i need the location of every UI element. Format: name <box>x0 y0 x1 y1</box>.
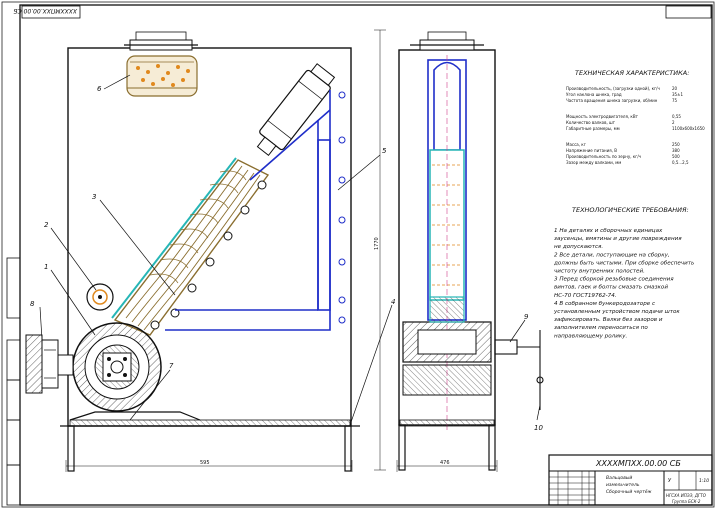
spec-row-label: Производительность по зерну, кг/ч <box>566 154 641 159</box>
requirement-line: 3 Перед сборкой резьбовые соединения <box>554 277 674 283</box>
callout-8: 8 <box>30 300 35 308</box>
spec-row-label: Габаритные размеры, мм <box>566 126 620 131</box>
dim-side-width: 476 <box>440 460 450 466</box>
org-line-2: Группа БСК-2 <box>672 499 701 504</box>
callout-7: 7 <box>169 362 174 370</box>
org-line-1: НГСХА ИПЭЭ, ДГТО <box>666 493 706 498</box>
rotated-stamp-box <box>21 5 81 19</box>
spec-row-label: Мощность электродвигателя, кВт <box>566 114 639 119</box>
spec-row-label: Угол наклона шнека, град <box>566 92 622 97</box>
spec-row-value: 250 <box>672 142 680 147</box>
rotated-stamp-text: ХХХХМПХХ.00.00 СБ <box>13 7 78 14</box>
spec-row-value: 20 <box>672 86 678 91</box>
dimension-lines <box>65 29 386 472</box>
spec-row-value: 1100х600х1650 <box>672 126 705 131</box>
requirement-line: 2 Все детали, поступающие на сборку, <box>554 252 670 258</box>
spec-row-label: Количество валков, шт <box>566 120 616 125</box>
spec-row-value: 35±1 <box>672 92 683 97</box>
title-block-texts: ХХХХМПХХ.00.00 СБ Вальцовый измельчитель… <box>595 459 709 504</box>
callout-4: 4 <box>391 298 395 306</box>
requirements-block: ТЕХНОЛОГИЧЕСКИЕ ТРЕБОВАНИЯ: 1 На деталях… <box>553 206 694 339</box>
dim-front-width: 595 <box>200 460 210 466</box>
spec-row-value: 2 <box>672 120 675 125</box>
scale-value: 1:10 <box>699 478 709 484</box>
callout-3: 3 <box>92 193 96 201</box>
leader-lines <box>39 74 393 426</box>
requirement-line: 1 На деталях и сборочных единицах <box>554 228 663 234</box>
callout-5: 5 <box>382 147 387 155</box>
drawing-name-2: измельчитель <box>606 483 640 488</box>
requirement-line: винтов, гаек и болты смазать смазкой <box>554 285 668 291</box>
hopper <box>124 31 198 97</box>
left-margin-boxes <box>6 257 21 506</box>
spec-row-label: Частота вращения шнека загрузки, об/мин <box>566 98 658 103</box>
callout-6: 6 <box>97 85 102 93</box>
drawing-code: ХХХХМПХХ.00.00 СБ <box>595 459 681 468</box>
callout-9: 9 <box>524 313 529 321</box>
spec-row-label: Зазор между валками, мм <box>566 160 621 165</box>
requirement-line: не допускаются. <box>554 244 603 250</box>
callout-labels: 6 5 3 2 1 8 7 4 9 10 <box>30 85 543 432</box>
spec-row-label: Масса, кг <box>566 142 586 147</box>
discharge-tray <box>69 411 351 427</box>
dimension-texts: 595 476 1770 <box>200 237 450 466</box>
spec-row-value: 380 <box>672 148 680 153</box>
main-roller <box>72 322 162 412</box>
spec-row-value: 500 <box>672 154 680 159</box>
drive-pulley <box>25 334 74 394</box>
spec-row-label: Производительность, (загрузки одной), кг… <box>566 86 660 91</box>
requirements-title: ТЕХНОЛОГИЧЕСКИЕ ТРЕБОВАНИЯ: <box>572 206 689 214</box>
support-frame <box>165 90 331 331</box>
requirement-line: НС-70 ГОСТ19762-74. <box>554 293 617 299</box>
requirement-line: заполнителем переноситься по <box>554 325 648 331</box>
tech-spec-block: ТЕХНИЧЕСКАЯ ХАРАКТЕРИСТИКА: Производител… <box>566 69 705 165</box>
stage-letter: У <box>668 478 672 484</box>
requirement-line: чистоту внутренних полостей. <box>554 269 645 275</box>
callout-2: 2 <box>44 221 49 229</box>
side-view <box>396 31 544 472</box>
spec-row-value: 75 <box>672 98 678 103</box>
requirement-line: направляющему ролику. <box>554 333 628 339</box>
drawing-name-3: Сборочный чертёж <box>606 489 652 495</box>
feed-roller <box>86 283 114 311</box>
title-block <box>548 5 713 506</box>
auger-tube <box>111 157 270 336</box>
requirement-line: 4 В собранном бункеродозаторе с <box>554 301 655 307</box>
tech-spec-title: ТЕХНИЧЕСКАЯ ХАРАКТЕРИСТИКА: <box>575 69 689 77</box>
requirement-line: должны быть чистыми. При сборке обеспечи… <box>553 260 694 266</box>
front-view <box>25 29 393 472</box>
spec-row-value: 0,55 <box>672 114 681 119</box>
spec-row-label: Напряжение питания, В <box>566 148 617 153</box>
requirement-line: установленным устройством подачи шток <box>553 309 680 315</box>
frame-bolts <box>338 91 346 324</box>
drawing-name-1: Вальцовый <box>606 475 632 481</box>
requirement-line: зафиксировать. Валки без зазоров и <box>554 317 663 323</box>
callout-10: 10 <box>534 424 543 432</box>
motor <box>256 63 336 156</box>
callout-1: 1 <box>44 263 48 271</box>
requirement-line: заусенцы, вмятины и другие повреждения <box>554 236 682 242</box>
dim-front-height: 1770 <box>374 237 380 250</box>
drawing-frame <box>19 4 713 506</box>
spec-row-value: 0,5...2,5 <box>672 160 689 165</box>
